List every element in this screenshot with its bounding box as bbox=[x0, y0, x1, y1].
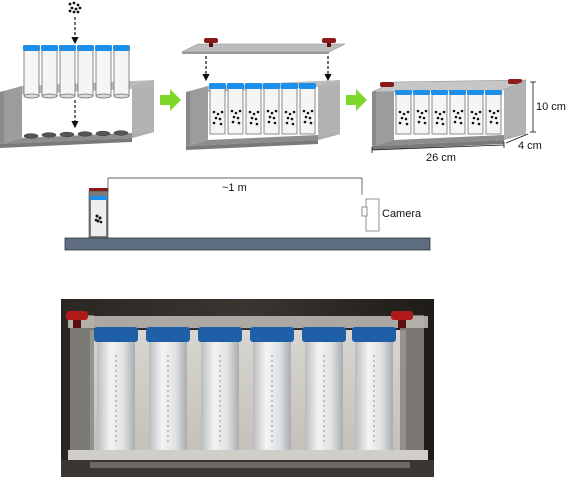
photo-lid bbox=[68, 316, 428, 328]
dimension-length-label: 26 cm bbox=[426, 152, 456, 164]
step-arrow-1-icon bbox=[160, 89, 181, 111]
step-arrow-2-icon bbox=[346, 89, 367, 111]
photo-tubes bbox=[94, 327, 396, 452]
dimension-length-line bbox=[371, 144, 505, 151]
flies-cluster-icon bbox=[68, 1, 82, 14]
camera-label: Camera bbox=[382, 208, 422, 220]
lid-screw-icon bbox=[204, 38, 218, 47]
box-side-view bbox=[88, 188, 109, 239]
rack-back-wall bbox=[0, 86, 22, 144]
lid-screw-icon bbox=[508, 79, 522, 84]
camera-icon bbox=[361, 198, 380, 232]
apparatus-photo bbox=[61, 299, 434, 477]
bench-surface bbox=[64, 237, 431, 251]
tube-row bbox=[23, 45, 130, 99]
closed-lid bbox=[371, 79, 527, 93]
photo-screw-icon bbox=[391, 311, 413, 328]
panel-loading bbox=[0, 1, 154, 148]
filming-setup: ~1 m Camera bbox=[64, 177, 431, 251]
rack-floor bbox=[0, 132, 154, 144]
panel-lid-placement bbox=[181, 38, 346, 150]
panel-closed-box: 10 cm 26 cm 4 cm bbox=[371, 79, 566, 164]
lid-plate bbox=[181, 43, 346, 53]
dimension-depth-line bbox=[505, 133, 529, 144]
lid-screw-icon bbox=[380, 82, 394, 87]
photo-screw-icon bbox=[66, 311, 88, 328]
dimension-depth-label: 4 cm bbox=[518, 140, 542, 152]
tube-row-with-flies bbox=[209, 83, 316, 135]
distance-label: ~1 m bbox=[222, 182, 247, 194]
rack-holes bbox=[23, 130, 129, 139]
dimension-height-label: 10 cm bbox=[536, 101, 566, 113]
lid-screw-icon bbox=[322, 38, 336, 47]
